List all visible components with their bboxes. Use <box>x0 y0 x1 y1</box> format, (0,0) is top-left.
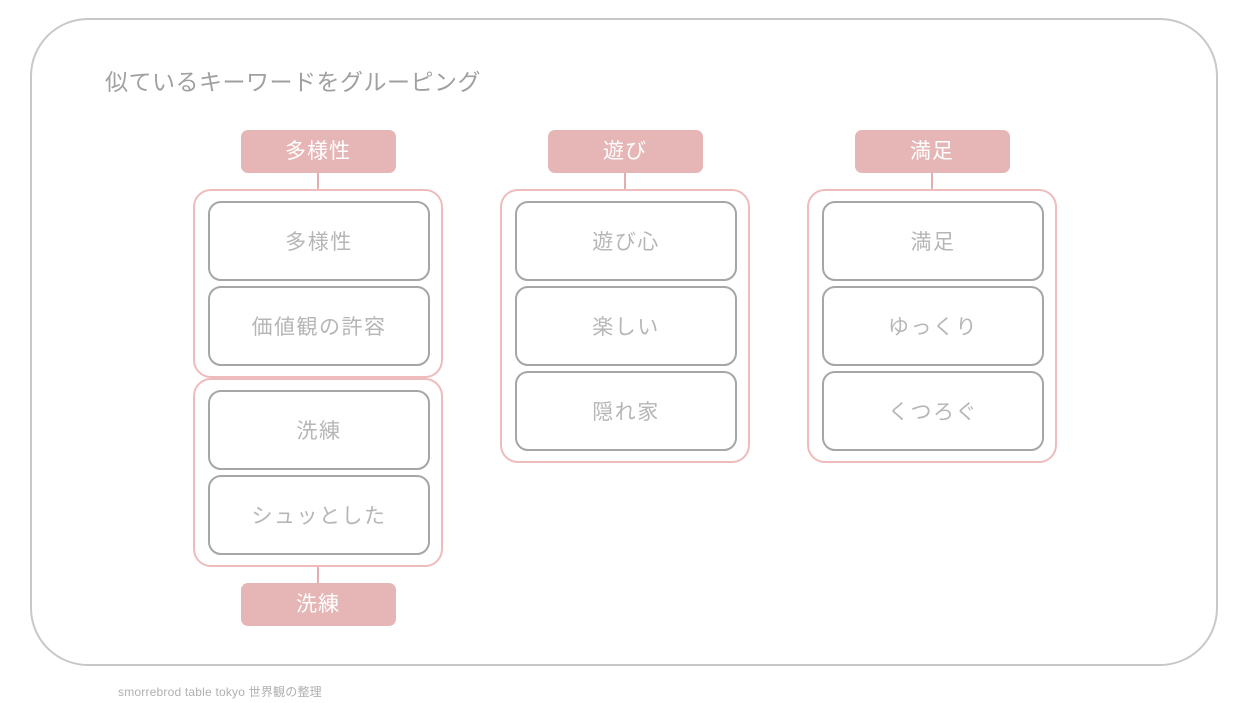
keyword-card[interactable]: ゆっくり <box>822 286 1044 366</box>
connector-line-icon <box>624 173 626 189</box>
keyword-group-play: 遊び心 楽しい 隠れ家 <box>500 189 750 463</box>
keyword-group-satisfaction: 満足 ゆっくり くつろぐ <box>807 189 1057 463</box>
keyword-group-refinement: 洗練 シュッとした <box>193 378 443 567</box>
keyword-card[interactable]: 満足 <box>822 201 1044 281</box>
keyword-card[interactable]: くつろぐ <box>822 371 1044 451</box>
page-title: 似ているキーワードをグルーピング <box>105 69 481 95</box>
group-label-badge-refinement[interactable]: 洗練 <box>240 583 396 626</box>
keyword-card[interactable]: 遊び心 <box>515 201 737 281</box>
column-1: 多様性 多様性 価値観の許容 洗練 シュッとした 洗練 <box>188 130 448 626</box>
column-2: 遊び 遊び心 楽しい 隠れ家 <box>495 130 755 463</box>
keyword-card[interactable]: 隠れ家 <box>515 371 737 451</box>
group-label-badge-satisfaction[interactable]: 満足 <box>854 130 1010 173</box>
keyword-card[interactable]: 洗練 <box>208 390 430 470</box>
keyword-card[interactable]: シュッとした <box>208 475 430 555</box>
footer-caption: smorrebrod table tokyo 世界観の整理 <box>118 685 322 699</box>
connector-line-icon <box>931 173 933 189</box>
keyword-card[interactable]: 多様性 <box>208 201 430 281</box>
connector-line-icon <box>317 567 319 583</box>
group-label-badge-diversity[interactable]: 多様性 <box>240 130 396 173</box>
column-3: 満足 満足 ゆっくり くつろぐ <box>802 130 1062 463</box>
group-label-badge-play[interactable]: 遊び <box>547 130 703 173</box>
connector-line-icon <box>317 173 319 189</box>
keyword-group-diversity: 多様性 価値観の許容 <box>193 189 443 378</box>
keyword-card[interactable]: 価値観の許容 <box>208 286 430 366</box>
keyword-card[interactable]: 楽しい <box>515 286 737 366</box>
